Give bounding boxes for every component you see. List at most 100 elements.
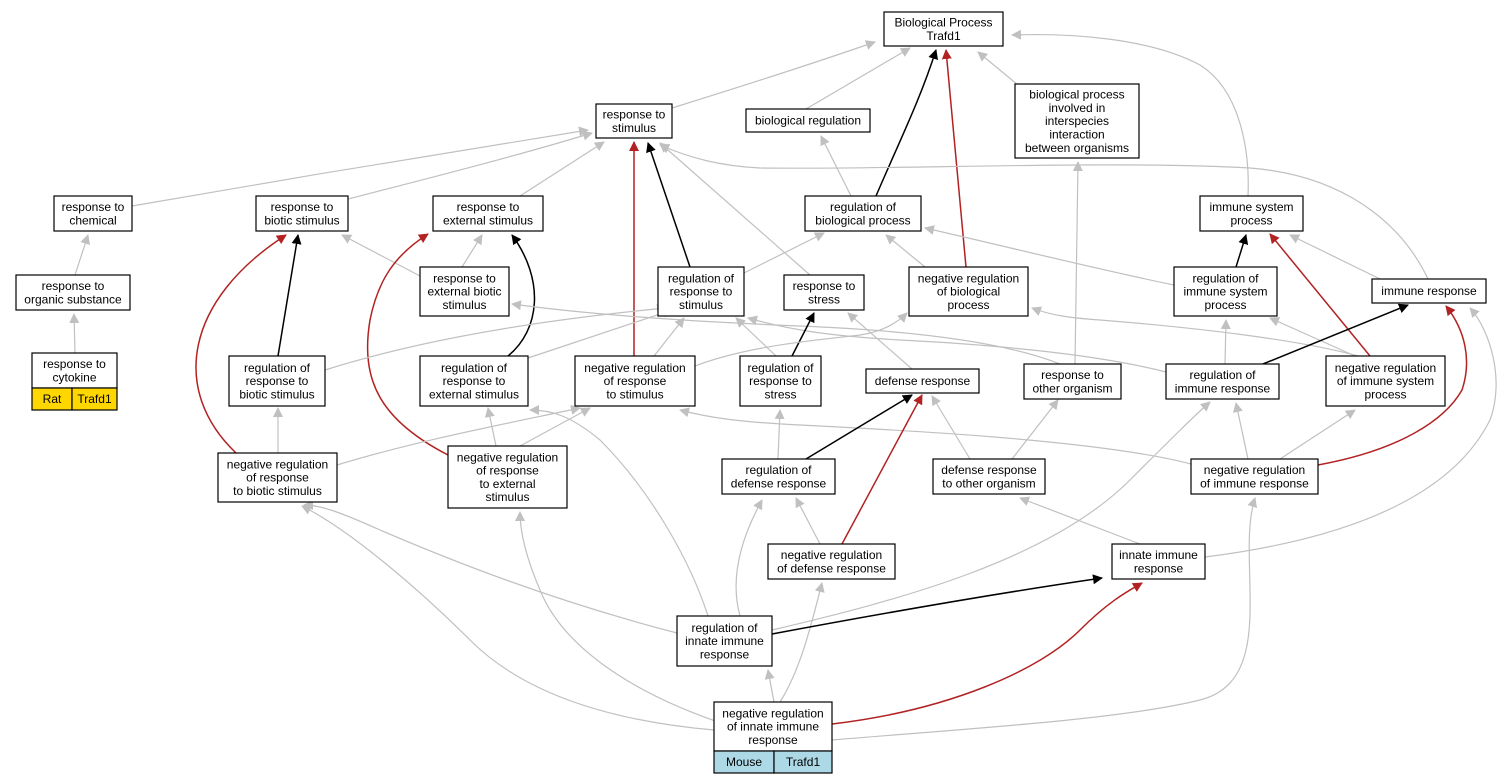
node-label-line: regulation of [747, 361, 814, 375]
node-label-line: biological process [815, 213, 910, 227]
edge-nriir-to-nrrbs [301, 505, 715, 731]
edge-rir-to-risp [1220, 319, 1231, 365]
node-box [255, 195, 349, 232]
node-label-line: of response [476, 464, 539, 478]
annotation-cell [71, 387, 118, 411]
edge-nriir-to-nrdr [779, 582, 825, 703]
edge-rtcy-to-rtos [69, 313, 80, 354]
node-label-line: response [700, 648, 750, 662]
edge-rir-to-ir [1262, 303, 1409, 365]
edge-rtoo-to-rtebs [511, 300, 1061, 365]
edge-rts-to-bp [671, 40, 876, 109]
edge-rbp-to-breg [820, 135, 852, 197]
edge-rtebs-to-rtbs [341, 234, 421, 277]
node-box [865, 368, 980, 394]
node-label-line: response to [246, 374, 309, 388]
node-label-line: to stimulus [606, 388, 663, 402]
node-label-line: interaction [1049, 128, 1104, 142]
node-box [1165, 363, 1280, 400]
edge-ir-to-rts [659, 143, 1429, 280]
node-ir[interactable]: immune response [1371, 278, 1487, 304]
node-box [932, 458, 1046, 495]
node-label-line: response to [433, 271, 496, 285]
node-box [767, 543, 896, 580]
node-label-line: of response [604, 374, 667, 388]
node-label-line: defense response [941, 463, 1037, 477]
node-box [228, 355, 326, 407]
edge-rres-to-rors [527, 308, 673, 359]
node-label-line: regulation of [244, 361, 311, 375]
node-label-line: stimulus [612, 121, 656, 135]
species-label: Rat [43, 392, 62, 406]
node-label-line: response [1134, 561, 1184, 575]
node-label-line: process [1204, 298, 1246, 312]
node-box [676, 615, 773, 667]
edge-riir-to-rres [529, 405, 709, 617]
node-box [15, 274, 131, 311]
edge-rtes-to-rts [519, 141, 605, 197]
node-box [53, 195, 133, 232]
node-breg[interactable]: biological regulation [745, 108, 871, 133]
node-label-line: response to [271, 200, 334, 214]
edge-rres-to-rtes [507, 234, 536, 357]
node-label-line: between organisms [1025, 141, 1129, 155]
node-label-line: cytokine [52, 370, 96, 384]
node-label-line: response to [62, 200, 125, 214]
edge-nrdr-to-dr [841, 394, 923, 545]
node-label-line: response to [603, 108, 666, 122]
edge-iir-to-ir [1204, 307, 1497, 558]
node-box [713, 701, 833, 752]
node-label-line: defense response [875, 374, 971, 388]
node-label-line: biological regulation [755, 114, 861, 128]
edge-rrbs-to-rors [324, 303, 667, 371]
edge-bpii-to-bp [977, 51, 1019, 86]
node-label-line: process [947, 298, 989, 312]
node-label-line: interspecies [1045, 114, 1109, 128]
node-box [432, 195, 544, 232]
edge-rdr-to-dr [805, 394, 913, 460]
node-label-line: immune system [1209, 200, 1293, 214]
node-label-line: of response [246, 471, 309, 485]
node-dr[interactable]: defense response [865, 368, 980, 394]
node-label-line: regulation of [745, 463, 812, 477]
edge-rtst-to-rts [659, 142, 811, 276]
node-label-line: of defense response [777, 561, 886, 575]
edge-nrir-to-nrrs [679, 407, 1192, 465]
edge-breg-to-bp [805, 47, 911, 110]
node-label-line: defense response [731, 476, 827, 490]
node-box [739, 355, 822, 407]
